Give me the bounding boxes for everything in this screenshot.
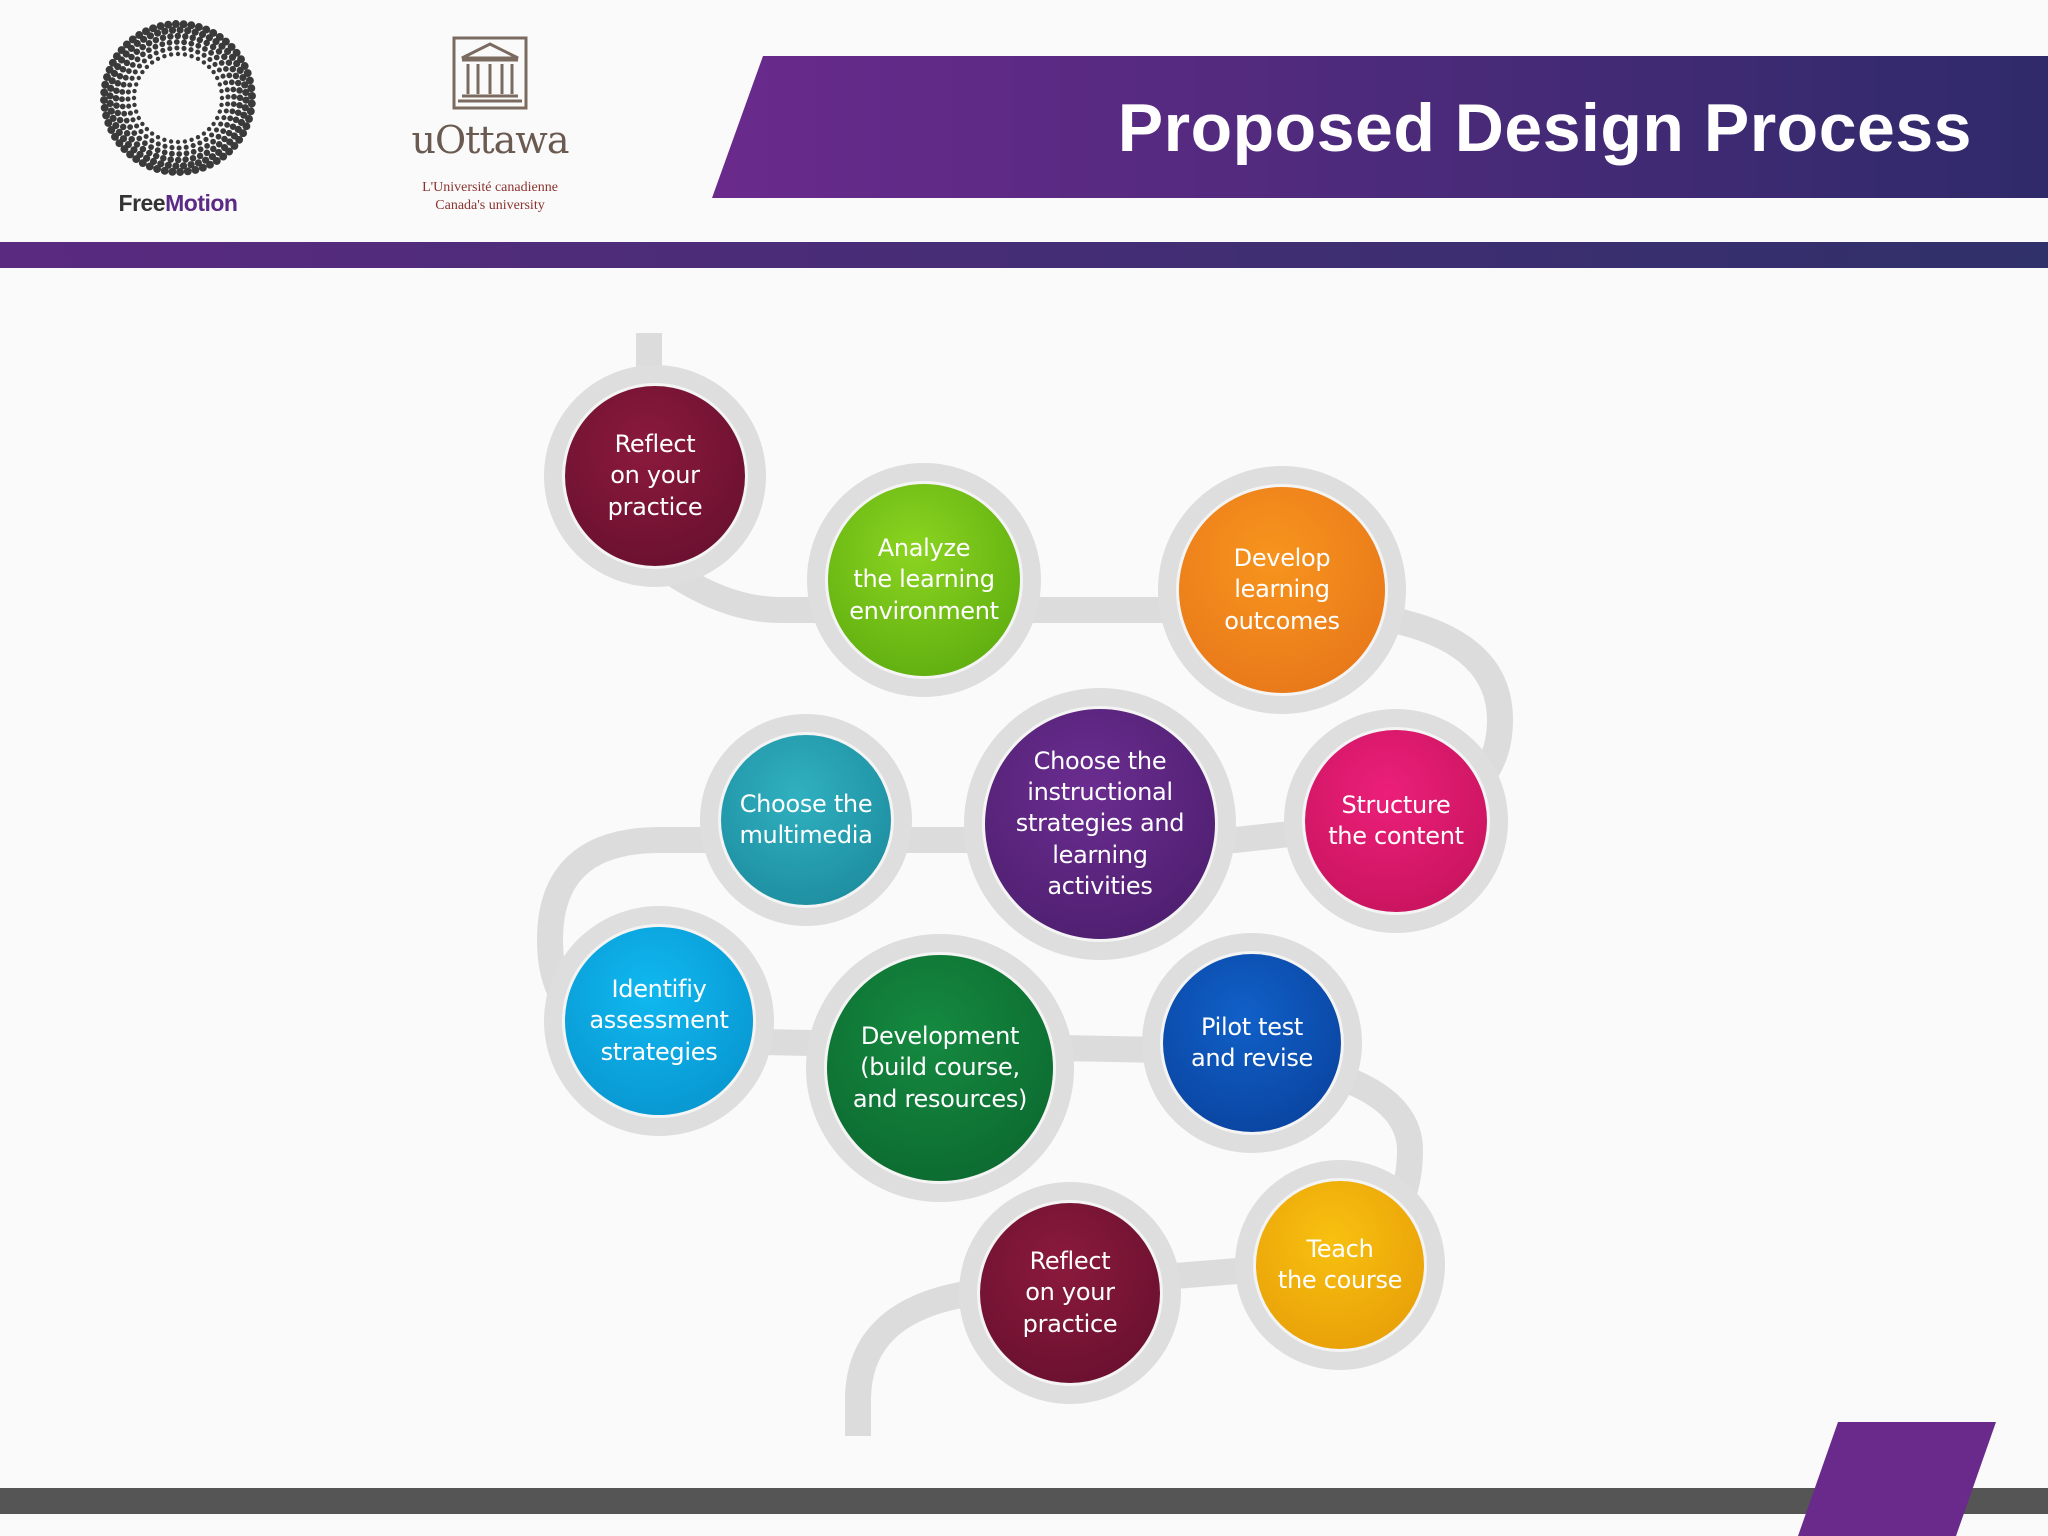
uottawa-building-icon <box>452 36 528 110</box>
process-step-4 <box>1305 730 1487 912</box>
uottawa-wordmark: uOttawa <box>411 118 569 162</box>
process-step-label-10: Teach the course <box>1277 1234 1403 1294</box>
uottawa-tagline-fr: L'Université canadienne <box>422 180 558 195</box>
process-step-9 <box>1163 954 1341 1132</box>
process-step-3 <box>1179 487 1385 693</box>
process-step-6 <box>721 735 891 905</box>
process-step-label-8: Development (build course, and resources… <box>852 1022 1028 1113</box>
process-nodes <box>544 365 1508 1404</box>
uottawa-tagline-en: Canada's university <box>435 198 545 213</box>
process-step-8 <box>827 955 1053 1181</box>
process-step-label-2: Analyze the learning environment <box>849 534 999 625</box>
freemotion-logo <box>100 20 256 176</box>
title-banner <box>712 56 2048 198</box>
process-step-label-6: Choose the multimedia <box>739 789 873 849</box>
process-step-5 <box>985 709 1215 939</box>
process-step-label-1: Reflect on your practice <box>607 430 703 521</box>
header-rule <box>0 242 2048 268</box>
freemotion-free: Free <box>118 190 166 216</box>
process-step-10 <box>1256 1181 1424 1349</box>
process-step-1 <box>565 386 745 566</box>
process-step-11 <box>980 1203 1160 1383</box>
freemotion-logo-text: FreeMotion <box>118 190 238 217</box>
page-title: Proposed Design Process <box>1117 90 1972 166</box>
process-step-label-3: Develop learning outcomes <box>1224 544 1340 635</box>
process-step-7 <box>565 927 753 1115</box>
footer-bar <box>0 1488 2048 1514</box>
process-step-label-11: Reflect on your practice <box>1022 1247 1118 1338</box>
process-step-label-7: Identifiy assessment strategies <box>589 975 729 1066</box>
process-step-2 <box>828 484 1020 676</box>
process-step-label-9: Pilot test and revise <box>1190 1012 1314 1072</box>
process-step-label-5: Choose the instructional strategies and … <box>1015 747 1185 900</box>
freemotion-motion: Motion <box>165 190 238 216</box>
process-step-label-4: Structure the content <box>1328 790 1464 850</box>
footer-accent <box>1798 1422 1996 1536</box>
